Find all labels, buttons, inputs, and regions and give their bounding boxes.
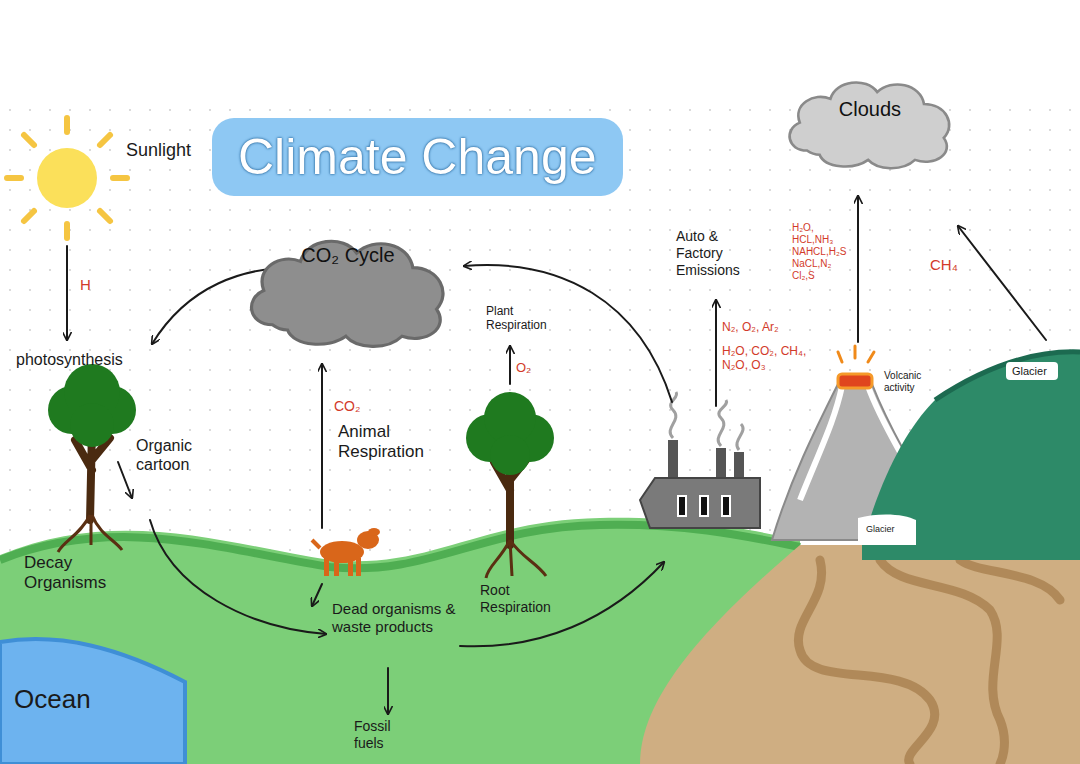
factory — [640, 392, 760, 528]
landform-label: Glacier — [866, 524, 895, 535]
cloud-outline — [252, 241, 443, 346]
cloud-shape — [780, 70, 960, 176]
snow-patch — [858, 514, 916, 545]
cloud-outline — [790, 82, 950, 168]
process-label: Animal Respiration — [338, 422, 438, 463]
cloud-node: Clouds — [780, 70, 960, 176]
title-banner: Climate Change — [212, 118, 623, 196]
gas-label: H₂O, CO₂, CH₄, N₂O, O₃ — [722, 344, 814, 373]
gas-label: CO₂ — [334, 398, 360, 415]
flow-label: Dead organisms & waste products — [332, 600, 482, 636]
gas-label: H₂O, HCL,NH₃ NAHCL,H₂S NaCL,N₂ Cl₂,S — [792, 222, 854, 282]
cloud-node: CO₂ Cycle — [240, 226, 456, 356]
sun — [7, 118, 127, 238]
crater — [838, 374, 872, 388]
cloud-label: Clouds — [839, 98, 901, 121]
tree-right — [466, 392, 554, 578]
snow-cap — [1006, 362, 1058, 380]
water-label: Ocean — [14, 684, 91, 715]
landform-label: Glacier — [1012, 365, 1047, 378]
ocean — [0, 639, 185, 764]
gas-label: O₂ — [516, 360, 531, 376]
sun-label: Sunlight — [126, 140, 191, 162]
source-label: Volcanic activity — [884, 370, 940, 394]
process-label: photosynthesis — [16, 350, 123, 369]
flow-arrows — [67, 196, 1046, 714]
dot-grid — [0, 100, 1080, 764]
flow-label: Organic cartoon — [136, 436, 218, 474]
animal — [312, 528, 380, 576]
cloud-label: CO₂ Cycle — [301, 244, 394, 267]
soil-channels — [798, 560, 1060, 764]
source-label: Auto & Factory Emissions — [676, 228, 754, 278]
resource-label: Fossil fuels — [354, 718, 424, 752]
soil — [640, 545, 1080, 764]
process-label: Plant Respiration — [486, 304, 568, 333]
tree-left — [48, 364, 136, 552]
gas-label: CH₄ — [930, 256, 958, 274]
eruption-sparks — [838, 346, 874, 362]
gas-label: N₂, O₂, Ar₂ — [722, 320, 779, 334]
process-label: Root Respiration — [480, 582, 570, 616]
energy-label: H — [80, 276, 91, 294]
snow-line — [935, 352, 1080, 400]
organism-label: Decay Organisms — [24, 553, 122, 594]
